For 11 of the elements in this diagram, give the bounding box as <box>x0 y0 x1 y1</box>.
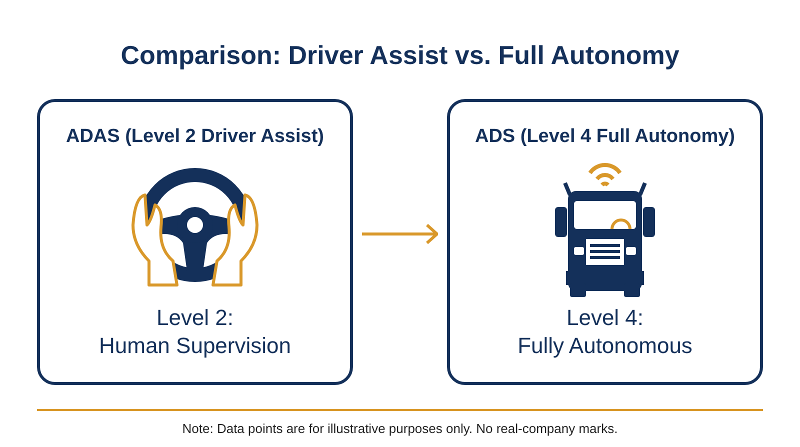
card-heading: ADS (Level 4 Full Autonomy) <box>474 125 736 149</box>
card-text: Fully Autonomous <box>518 332 692 360</box>
card-text: Level 4: <box>566 304 644 332</box>
card-heading: ADAS (Level 2 Driver Assist) <box>66 125 324 149</box>
comparison-card <box>447 99 763 385</box>
card-text: Level 2: <box>156 304 234 332</box>
arrow <box>362 224 438 244</box>
footnote: Note: Data points are for illustrative purposes only. No real-company marks. <box>182 420 618 438</box>
title: Comparison: Driver Assist vs. Full Autonomy <box>120 39 680 72</box>
card-text: Human Supervision <box>99 332 291 360</box>
comparison-card <box>37 99 353 385</box>
